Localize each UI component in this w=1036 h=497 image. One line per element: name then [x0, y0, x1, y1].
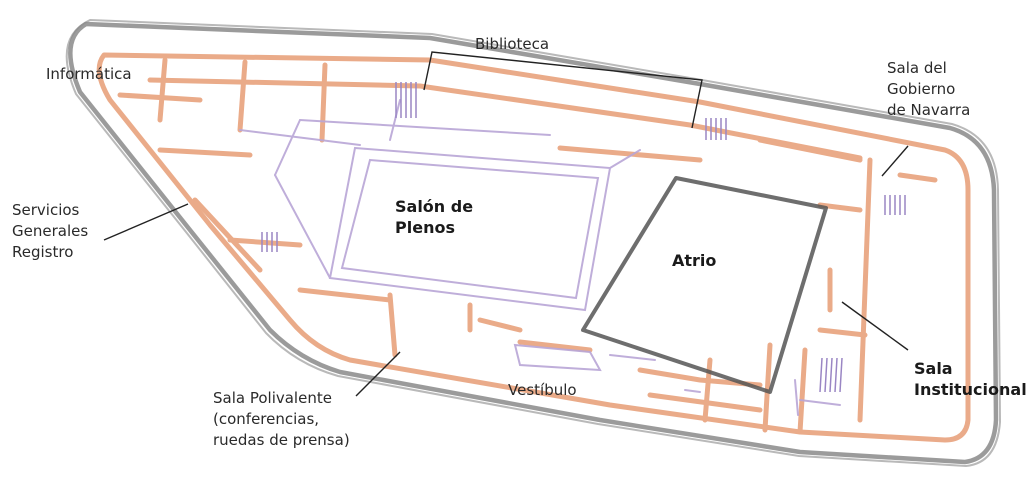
label-sala-institucional: Sala Institucional: [914, 358, 1027, 400]
label-atrio-text: Atrio: [672, 251, 717, 270]
label-salon-plenos-line1: Salón de: [395, 197, 474, 216]
label-vestibulo: Vestíbulo: [508, 380, 577, 401]
label-servicios-line3: Registro: [12, 243, 74, 261]
label-sala-gobierno: Sala del Gobierno de Navarra: [887, 58, 970, 121]
label-servicios-line2: Generales: [12, 222, 89, 240]
leader-line-sala-polivalente: [355, 351, 401, 397]
label-salon-plenos: Salón de Plenos: [395, 196, 473, 238]
leader-line-sala-gobierno: [881, 145, 909, 177]
label-vestibulo-text: Vestíbulo: [508, 381, 577, 399]
label-salon-plenos-line2: Plenos: [395, 218, 455, 237]
label-informatica-text: Informática: [46, 65, 132, 83]
label-sala-polivalente-line2: (conferencias,: [213, 410, 320, 428]
label-atrio: Atrio: [672, 250, 716, 271]
label-biblioteca-text: Biblioteca: [475, 35, 550, 53]
leader-line-sala-institucional: [841, 301, 909, 351]
label-servicios: Servicios Generales Registro: [12, 200, 88, 263]
label-sala-polivalente: Sala Polivalente (conferencias, ruedas d…: [213, 388, 350, 451]
label-sala-institucional-line2: Institucional: [914, 380, 1027, 399]
label-sala-polivalente-line3: ruedas de prensa): [213, 431, 350, 449]
interior-lines: [239, 99, 841, 416]
label-sala-institucional-line1: Sala: [914, 359, 953, 378]
label-servicios-line1: Servicios: [12, 201, 80, 219]
leader-line-biblioteca: [423, 51, 703, 129]
walls: [96, 52, 971, 443]
label-sala-gobierno-line2: Gobierno: [887, 80, 956, 98]
building-outline: [65, 19, 1001, 467]
label-sala-gobierno-line1: Sala del: [887, 59, 947, 77]
stairs: [261, 82, 906, 393]
atrio-outline: [581, 176, 828, 394]
label-sala-polivalente-line1: Sala Polivalente: [213, 389, 332, 407]
label-biblioteca: Biblioteca: [475, 34, 549, 55]
leader-lines: [103, 51, 909, 397]
label-informatica: Informática: [46, 64, 132, 85]
label-sala-gobierno-line3: de Navarra: [887, 101, 971, 119]
leader-line-servicios: [103, 203, 189, 241]
